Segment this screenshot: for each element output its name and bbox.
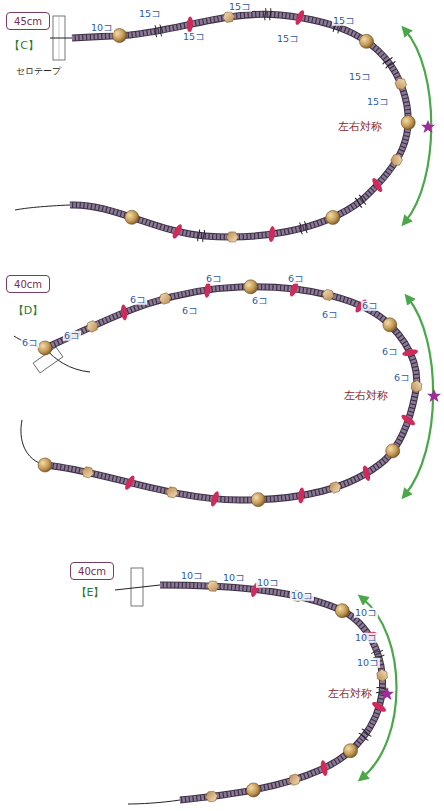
crystal-bead — [158, 292, 172, 305]
count-label: 6コ — [63, 331, 81, 341]
omission-mark — [265, 8, 271, 20]
length-text: 40cm — [78, 566, 106, 577]
thread — [14, 38, 180, 804]
count-label: 6コ — [287, 274, 305, 284]
length-box: 40cm — [70, 562, 114, 580]
crystal-bead — [222, 11, 235, 23]
crystal-bead — [226, 232, 238, 242]
red-bead — [361, 465, 371, 482]
crystal-bead — [394, 76, 408, 91]
count-label: 6コ — [321, 310, 339, 320]
count-label: 10コ — [180, 571, 204, 581]
red-bead — [186, 16, 193, 32]
count-label: 6コ — [129, 295, 147, 305]
center-star — [380, 687, 394, 700]
count-label: 10コ — [354, 633, 378, 643]
red-bead — [123, 474, 136, 491]
length-text: 45cm — [14, 16, 42, 27]
symmetry-note: 左右対称 — [327, 688, 373, 700]
crystal-bead — [207, 581, 219, 592]
red-bead — [400, 413, 417, 427]
gold-bead — [125, 210, 139, 224]
count-label: 15コ — [276, 34, 300, 44]
center-star — [421, 120, 435, 133]
crystal-bead — [411, 380, 422, 393]
gold-bead — [335, 604, 349, 618]
gold-bead — [359, 34, 373, 48]
omission-mark — [299, 221, 308, 234]
crystal-bead — [321, 289, 335, 302]
omission-mark — [358, 729, 371, 741]
length-text: 40cm — [14, 279, 42, 290]
gold-bead — [38, 458, 52, 472]
crystal-bead — [165, 486, 179, 498]
crystal-bead — [81, 466, 95, 478]
gold-bead — [113, 29, 127, 43]
symmetry-note: 左右対称 — [337, 121, 383, 133]
count-label: 15コ — [138, 9, 162, 19]
red-bead — [171, 223, 184, 240]
count-label: 6コ — [381, 347, 399, 357]
tape-label: セロテープ — [15, 67, 62, 76]
symmetry-note: 左右対称 — [343, 390, 389, 402]
crystal-bead — [85, 319, 100, 333]
red-bead — [371, 700, 388, 714]
red-bead — [268, 226, 276, 243]
count-label: 10コ — [256, 578, 280, 588]
length-box: 45cm — [6, 12, 50, 30]
red-bead — [298, 487, 306, 504]
count-label: 10コ — [222, 573, 246, 583]
count-label: 6コ — [393, 373, 411, 383]
crystal-bead — [287, 773, 301, 786]
seed-beads — [160, 585, 383, 800]
count-label: 10コ — [290, 591, 314, 601]
label-letter: 【C】 — [8, 40, 40, 52]
red-bead — [320, 760, 329, 777]
count-label: 15コ — [182, 32, 206, 42]
gold-bead — [251, 493, 265, 507]
count-label: 6コ — [361, 301, 379, 311]
gold-bead — [344, 744, 358, 758]
crystal-bead — [205, 791, 218, 802]
gold-bead — [383, 318, 397, 332]
count-label: 6コ — [21, 338, 39, 348]
label-letter: 【E】 — [75, 587, 106, 599]
red-bead — [120, 304, 128, 321]
count-label: 6コ — [251, 296, 269, 306]
seed-beads — [70, 14, 408, 237]
crystal-bead — [377, 669, 388, 682]
count-label: 6コ — [205, 274, 223, 284]
gold-bead — [326, 210, 340, 224]
count-label: 10コ — [356, 658, 380, 668]
gold-bead — [38, 341, 52, 355]
center-star — [427, 389, 441, 402]
gold-bead — [386, 444, 400, 458]
gold-bead — [401, 116, 415, 130]
omission-mark — [154, 24, 162, 37]
omission-mark — [354, 195, 366, 208]
crystal-bead — [389, 152, 404, 167]
red-bead — [402, 348, 419, 357]
omission-mark — [197, 229, 204, 242]
count-label: 15コ — [348, 72, 372, 82]
crystal-bead — [328, 481, 343, 494]
red-bead — [370, 177, 384, 194]
gold-bead — [246, 783, 260, 797]
gold-bead — [244, 280, 258, 294]
length-box: 40cm — [6, 275, 50, 293]
count-label: 15コ — [228, 2, 252, 12]
count-label: 10コ — [354, 608, 378, 618]
count-label: 6コ — [181, 306, 199, 316]
omission-mark — [382, 57, 395, 69]
red-bead — [209, 490, 220, 507]
count-label: 15コ — [332, 16, 356, 26]
seed-beads — [45, 287, 417, 500]
red-bead — [294, 9, 306, 26]
count-label: 15コ — [366, 97, 390, 107]
count-label: 10コ — [90, 23, 114, 33]
label-letter: 【D】 — [12, 305, 44, 317]
